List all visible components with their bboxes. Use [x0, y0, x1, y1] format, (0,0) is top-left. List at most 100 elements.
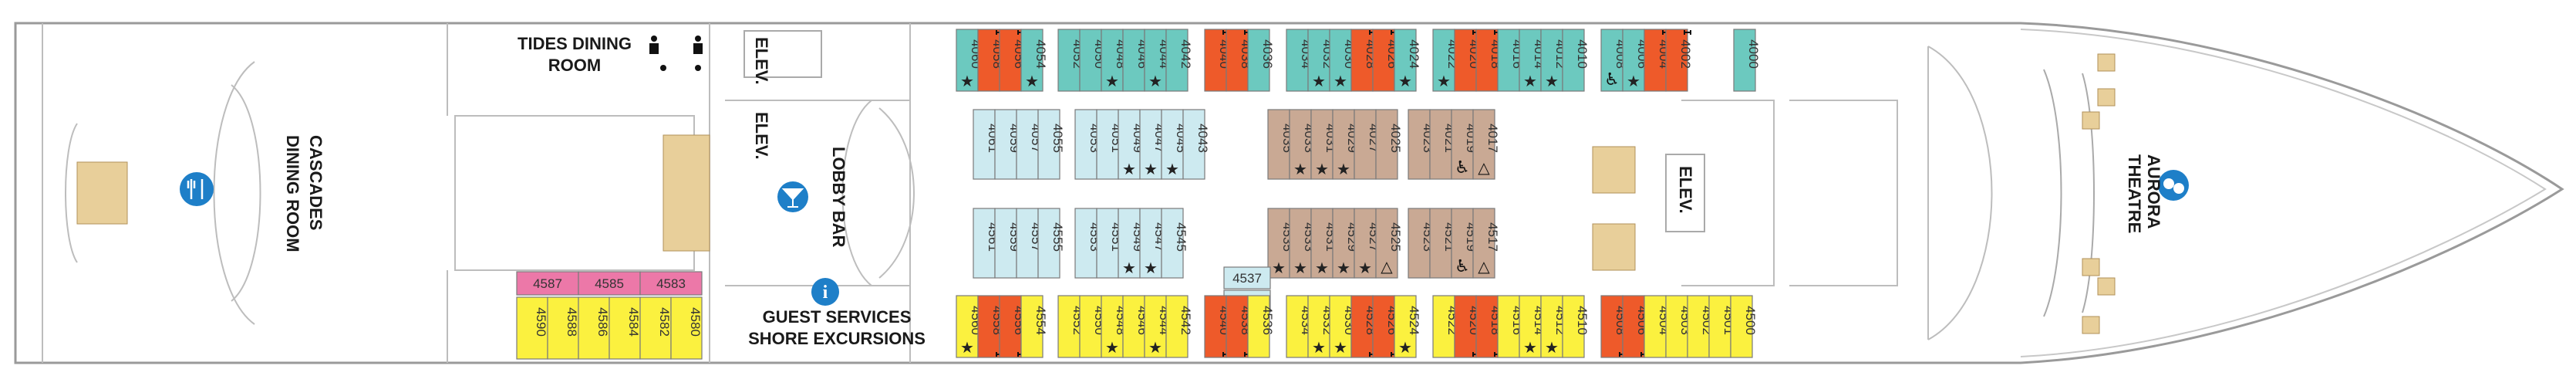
fwd-stairs: [1592, 146, 1636, 194]
cabin-number: 4537: [1232, 271, 1262, 286]
cabin-4058[interactable]: 4058: [977, 29, 1005, 92]
cascades-seating-left: [76, 161, 128, 225]
cabin-box: [1165, 29, 1189, 92]
cabin-box: [1247, 295, 1270, 358]
tides-dining-label-1: TIDES DINING: [518, 34, 632, 53]
cabin-4014[interactable]: 4014★: [1519, 29, 1546, 92]
cabin-number: 4002: [1678, 39, 1693, 69]
cabin-4024[interactable]: 4024★: [1394, 29, 1421, 92]
cabin-4542[interactable]: 4542: [1165, 295, 1193, 358]
cabin-4519[interactable]: 4519♿: [1451, 208, 1479, 279]
cabin-box: [994, 208, 1017, 279]
cabin-box: [956, 295, 979, 358]
cabin-4555[interactable]: 4555: [1037, 208, 1065, 279]
cabin-4002[interactable]: 4002: [1665, 29, 1693, 92]
cabin-4060[interactable]: 4060★: [956, 29, 983, 92]
cabin-box: [956, 29, 979, 92]
cabin-box: [1204, 295, 1227, 358]
elevator-box-aft: [743, 30, 822, 78]
cabin-4047[interactable]: 4047★: [1139, 109, 1167, 180]
cabin-4043[interactable]: 4043: [1182, 109, 1210, 180]
cabin-box: [1204, 29, 1227, 92]
cabin-4537[interactable]: 4537: [1223, 266, 1271, 290]
cabin-box: [1600, 295, 1623, 358]
cabin-4502[interactable]: 4502: [1687, 295, 1715, 358]
cabin-4588[interactable]: 4588: [547, 296, 579, 360]
aurora-theatre-seating: [2043, 53, 2116, 334]
cabin-4545[interactable]: 4545: [1161, 208, 1189, 279]
cabin-4017[interactable]: 4017△: [1472, 109, 1500, 180]
cabin-4036[interactable]: 4036: [1247, 29, 1275, 92]
cabin-4535[interactable]: 4535★: [1267, 208, 1295, 279]
cabin-4059[interactable]: 4059: [994, 109, 1022, 180]
cabin-4584[interactable]: 4584: [609, 296, 641, 360]
cabin-4580[interactable]: 4580: [670, 296, 703, 360]
cabin-box: [1429, 208, 1452, 279]
cabin-box: [1016, 109, 1039, 180]
balcony-star-icon: ★: [1122, 259, 1136, 277]
cabin-4586[interactable]: 4586: [578, 296, 610, 360]
cabin-4034[interactable]: 4034: [1286, 29, 1313, 92]
balcony-star-icon: ★: [1144, 259, 1158, 277]
cabin-4582[interactable]: 4582: [639, 296, 672, 360]
cabin-box: [1730, 295, 1753, 358]
cabin-4010[interactable]: 4010: [1562, 29, 1590, 92]
cabin-4536[interactable]: 4536: [1247, 295, 1275, 358]
cabin-box: [1472, 109, 1495, 180]
cabin-4516[interactable]: 4516: [1497, 295, 1525, 358]
cabin-4055[interactable]: 4055: [1037, 109, 1065, 180]
cabin-box: [1020, 29, 1044, 92]
balcony-star-icon: ★: [1337, 259, 1350, 277]
balcony-star-icon: ★: [1148, 72, 1162, 90]
cabin-4527[interactable]: 4527★: [1354, 208, 1381, 279]
cabin-box: [1432, 29, 1455, 92]
cabin-number: 4542: [1178, 306, 1193, 335]
cabin-4556[interactable]: 4556: [999, 295, 1027, 358]
cabin-box: [1519, 29, 1542, 92]
cabin-box: [1540, 295, 1563, 358]
cabin-4525[interactable]: 4525△: [1375, 208, 1403, 279]
cabin-4006[interactable]: 4006★: [1622, 29, 1650, 92]
cabin-4052[interactable]: 4052: [1057, 29, 1085, 92]
cabin-4042[interactable]: 4042: [1165, 29, 1193, 92]
cabin-box: [1519, 295, 1542, 358]
cabin-4548[interactable]: 4548★: [1101, 295, 1128, 358]
cabin-4025[interactable]: 4025: [1375, 109, 1403, 180]
cabin-number: 4500: [1743, 306, 1758, 335]
cabin-box: [1451, 208, 1474, 279]
cabin-4027[interactable]: 4027: [1354, 109, 1381, 180]
cabin-number: 4042: [1178, 39, 1193, 69]
cabin-4053[interactable]: 4053: [1074, 109, 1102, 180]
cabin-number: 4054: [1033, 39, 1048, 69]
cabin-4510[interactable]: 4510: [1562, 295, 1590, 358]
cabin-box: [1451, 109, 1474, 180]
cabin-4583[interactable]: 4583: [639, 271, 703, 296]
balcony-star-icon: ★: [1148, 338, 1162, 357]
cabin-4587[interactable]: 4587: [516, 271, 579, 296]
cabin-4526[interactable]: 4526: [1372, 295, 1400, 358]
cabin-4524[interactable]: 4524★: [1394, 295, 1421, 358]
cabin-box: [1454, 295, 1477, 358]
balcony-star-icon: ★: [1105, 338, 1119, 357]
cabin-4054[interactable]: 4054★: [1020, 29, 1048, 92]
cabin-4561[interactable]: 4561: [973, 208, 1000, 279]
cabin-4040[interactable]: 4040: [1204, 29, 1232, 92]
cabin-box: [977, 295, 1000, 358]
cabin-4517[interactable]: 4517△: [1472, 208, 1500, 279]
cabin-4000[interactable]: 4000: [1733, 29, 1761, 92]
cabin-4032[interactable]: 4032★: [1307, 29, 1335, 92]
balcony-star-icon: ★: [960, 72, 974, 90]
info-icon: i: [811, 278, 839, 306]
cabin-4554[interactable]: 4554: [1020, 295, 1048, 358]
cabin-4547[interactable]: 4547★: [1139, 208, 1167, 279]
cabin-4500[interactable]: 4500: [1730, 295, 1758, 358]
balcony-star-icon: ★: [1315, 160, 1329, 178]
connecting-icon: [1684, 30, 1691, 35]
cabin-box: [1622, 295, 1645, 358]
cabin-number: 4584: [626, 307, 641, 337]
cabin-4029[interactable]: 4029★: [1332, 109, 1360, 180]
cabin-box: [1247, 29, 1270, 92]
cabin-box: [977, 29, 1000, 92]
cabin-4585[interactable]: 4585: [578, 271, 641, 296]
cabin-4590[interactable]: 4590: [516, 296, 548, 360]
